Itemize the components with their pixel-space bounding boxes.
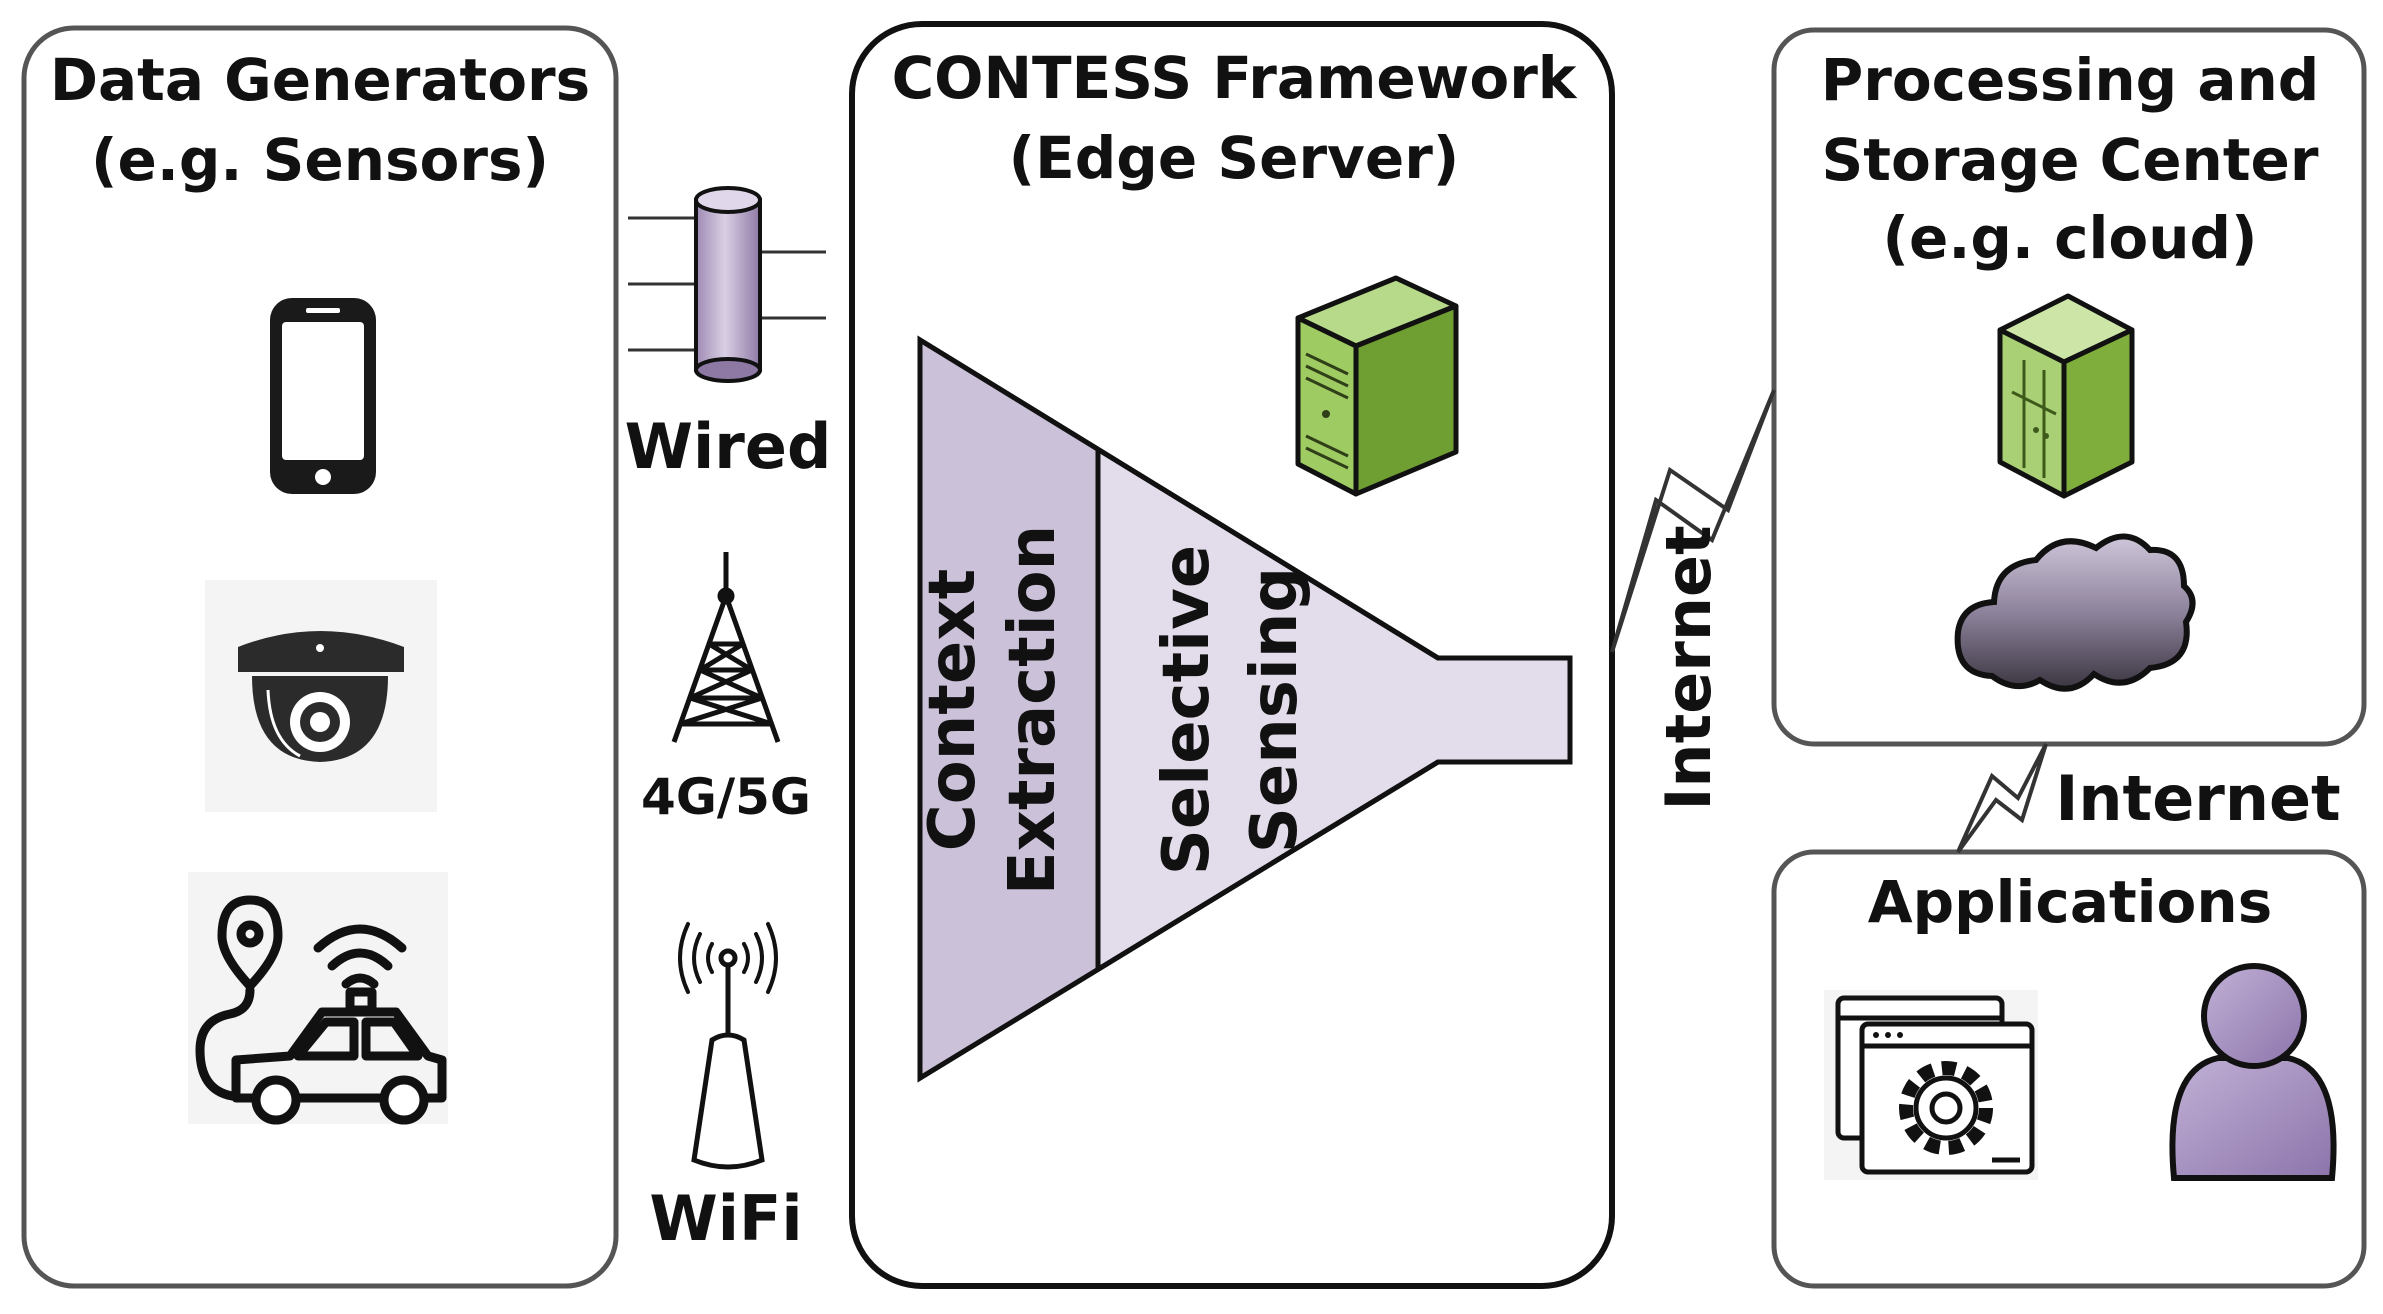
application-window-gear-icon (1824, 990, 2038, 1180)
data-generators-title-line1: Data Generators (50, 46, 590, 114)
edge-server-icon (1295, 275, 1459, 497)
funnel-diagram: Context Extraction Selective Sensing (916, 335, 1573, 1083)
storage-center-title-line2: Storage Center (1822, 126, 2319, 194)
wired-cable-icon (628, 186, 826, 383)
wired-label: Wired (625, 410, 832, 483)
selective-sensing-line1: Selective (1150, 545, 1224, 875)
cloud-icon (1954, 533, 2196, 692)
cloud-server-icon (1997, 293, 2135, 499)
selective-sensing-label: Selective Sensing (1150, 545, 1312, 875)
context-extraction-line1: Context (916, 569, 990, 851)
edge-server-title-line2: (Edge Server) (1009, 124, 1460, 192)
edge-server-title: CONTESS Framework (Edge Server) (892, 44, 1578, 192)
applications-title: Applications (1868, 868, 2272, 936)
security-camera-icon (205, 580, 437, 812)
cloud-apps-internet-label: Internet (2055, 762, 2340, 835)
context-extraction-label: Context Extraction (916, 525, 1070, 895)
connected-car-icon (188, 872, 448, 1125)
context-extraction-line2: Extraction (996, 525, 1070, 895)
cellular-label: 4G/5G (641, 768, 811, 826)
edge-cloud-internet-label: Internet (1652, 525, 1725, 810)
storage-center-title: Processing and Storage Center (e.g. clou… (1821, 46, 2320, 272)
data-generators-title: Data Generators (e.g. Sensors) (50, 46, 590, 194)
selective-sensing-line2: Sensing (1238, 567, 1312, 853)
wifi-label: WiFi (649, 1182, 802, 1255)
cloud-apps-internet-link (1956, 743, 2048, 854)
user-icon (2169, 963, 2337, 1181)
data-generators-title-line2: (e.g. Sensors) (91, 126, 549, 194)
wifi-router-icon (678, 922, 778, 1170)
smartphone-icon (270, 298, 376, 494)
storage-center-title-line1: Processing and (1821, 46, 2320, 114)
edge-server-title-line1: CONTESS Framework (892, 44, 1578, 112)
storage-center-title-line3: (e.g. cloud) (1882, 204, 2257, 272)
edge-cloud-internet-link (1610, 389, 1776, 653)
context-extraction-stage (920, 340, 1098, 1078)
cell-tower-icon (671, 552, 781, 743)
